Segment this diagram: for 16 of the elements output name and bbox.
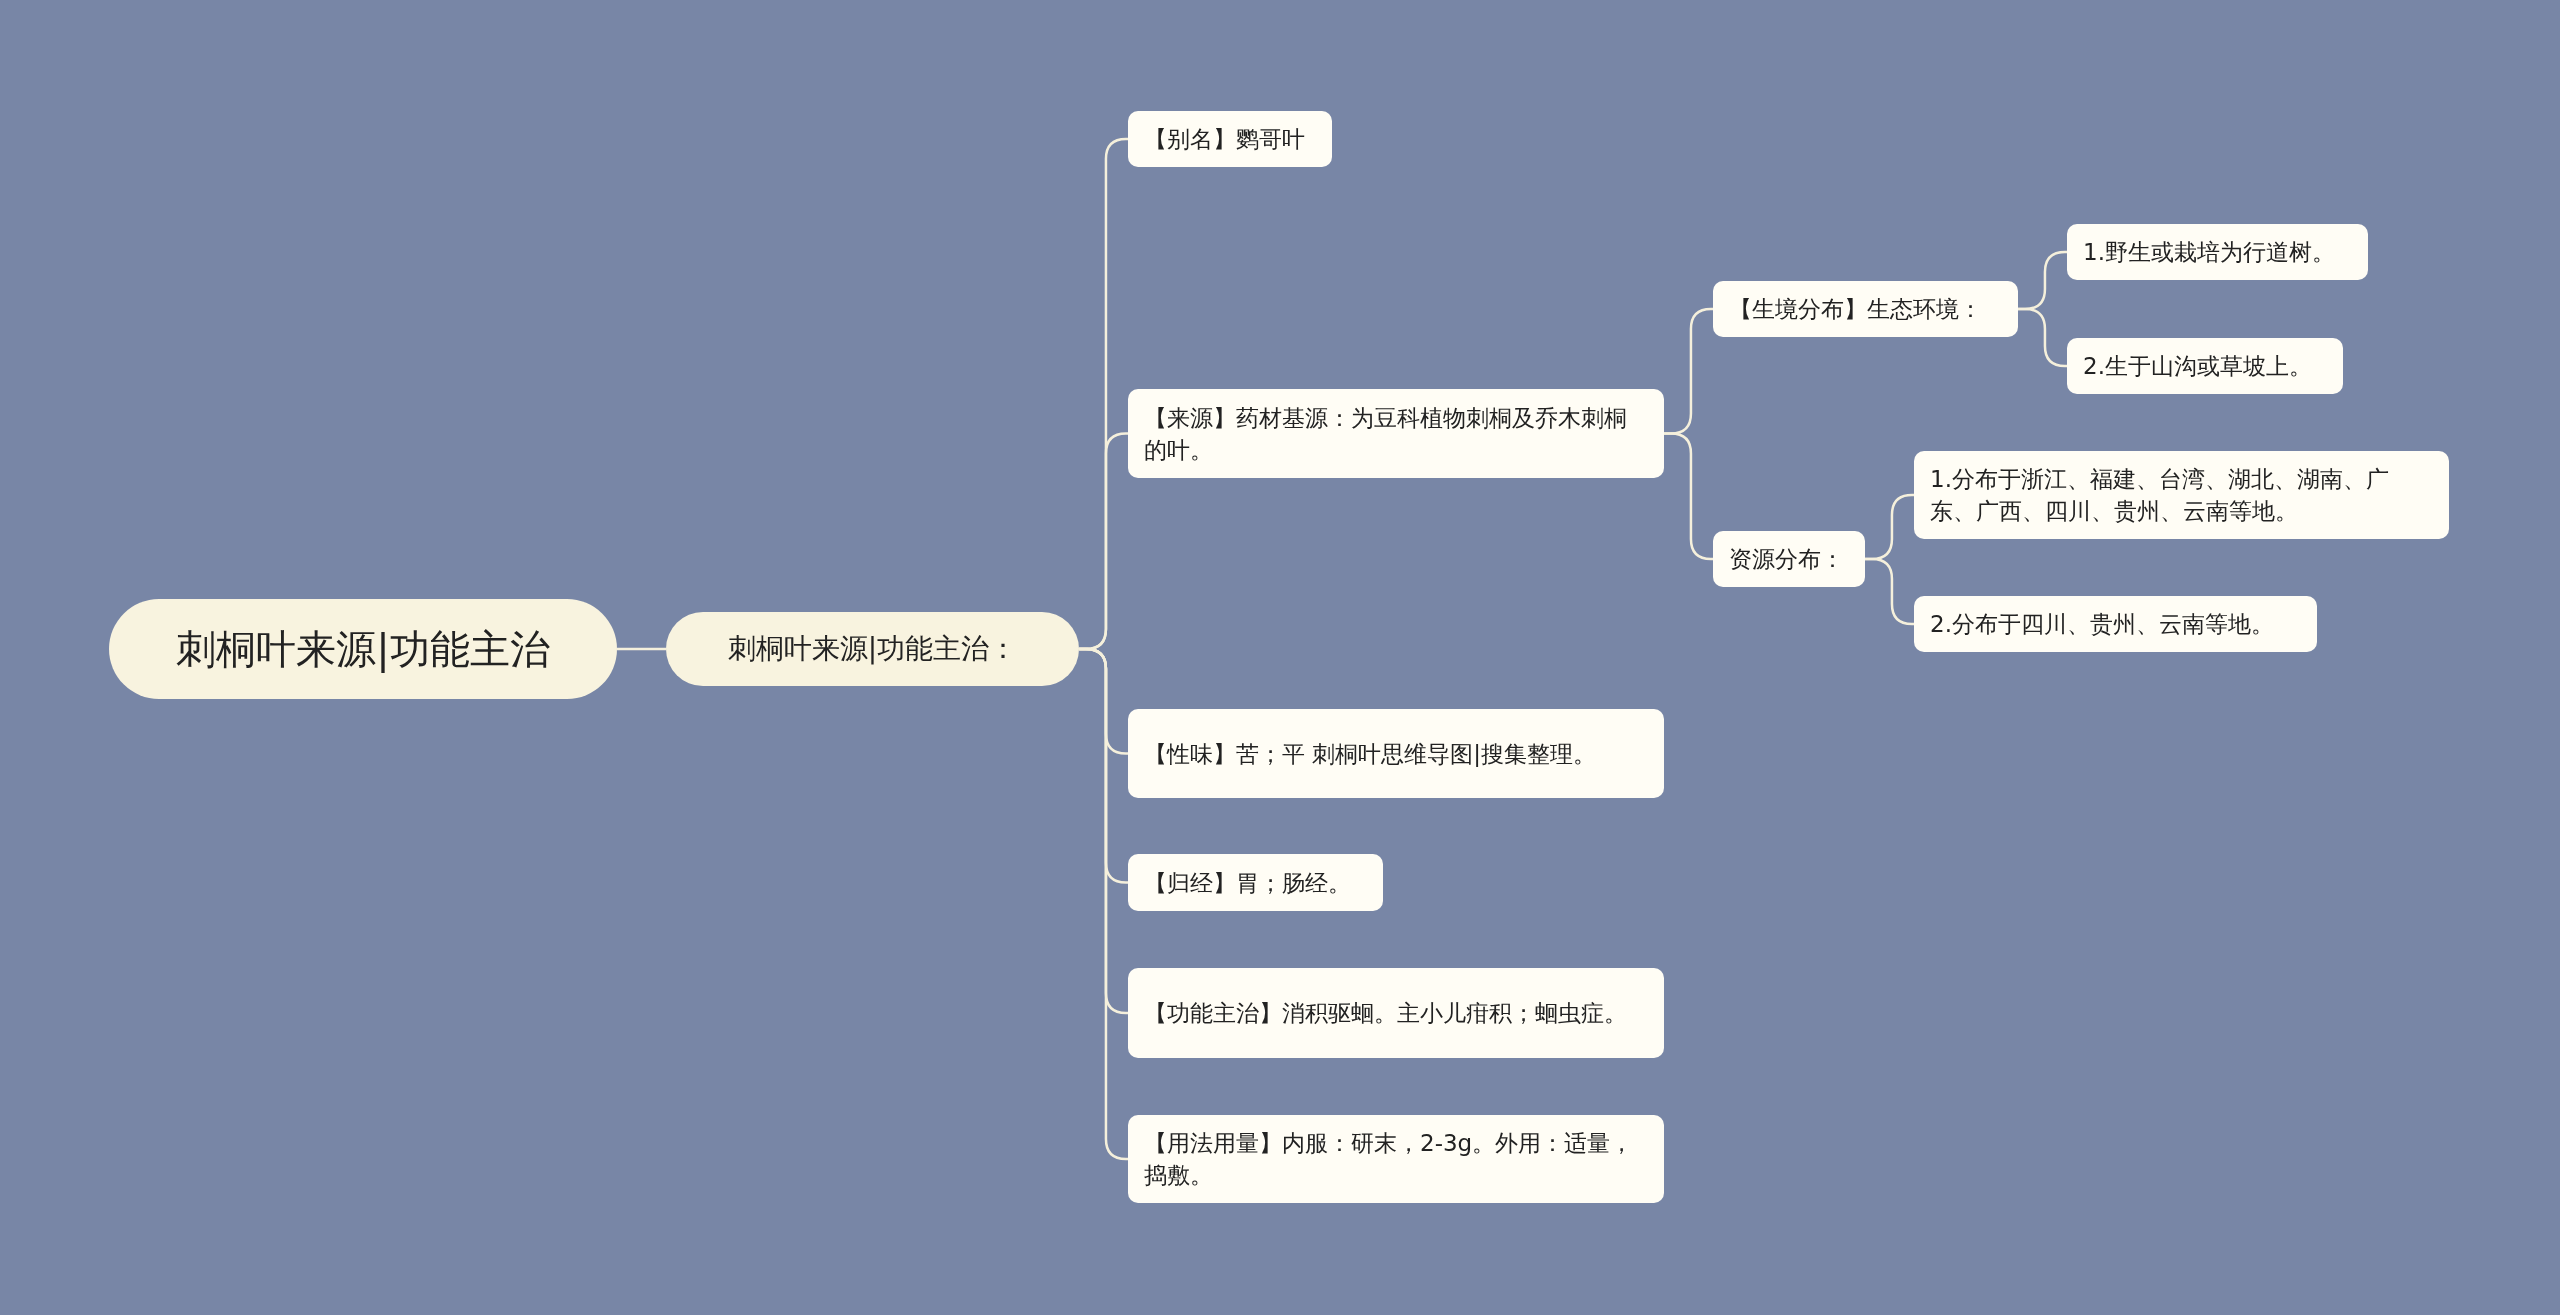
topic-node: 【生境分布】生态环境： <box>1713 281 2018 337</box>
connector-line <box>617 647 666 651</box>
topic-node: 1.野生或栽培为行道树。 <box>2067 224 2368 280</box>
central-topic: 刺桐叶来源|功能主治 <box>109 599 617 699</box>
topic-node: 刺桐叶来源|功能主治： <box>666 612 1079 686</box>
topic-node: 资源分布： <box>1713 531 1865 587</box>
topic-node: 【来源】药材基源：为豆科植物刺桐及乔木刺桐的叶。 <box>1128 389 1664 478</box>
topic-node: 【别名】鹦哥叶 <box>1128 111 1332 167</box>
connector-line <box>2018 307 2067 368</box>
topic-node: 【功能主治】消积驱蛔。主小儿疳积；蛔虫症。 <box>1128 968 1664 1058</box>
topic-node: 【用法用量】内服：研末，2-3g。外用：适量，捣敷。 <box>1128 1115 1664 1203</box>
topic-node: 2.分布于四川、贵州、云南等地。 <box>1914 596 2317 652</box>
topic-node: 【性味】苦；平 刺桐叶思维导图|搜集整理。 <box>1128 709 1664 798</box>
topic-node: 1.分布于浙江、福建、台湾、湖北、湖南、广东、广西、四川、贵州、云南等地。 <box>1914 451 2449 539</box>
topic-node: 2.生于山沟或草坡上。 <box>2067 338 2343 394</box>
topic-node: 【归经】胃；肠经。 <box>1128 854 1383 911</box>
